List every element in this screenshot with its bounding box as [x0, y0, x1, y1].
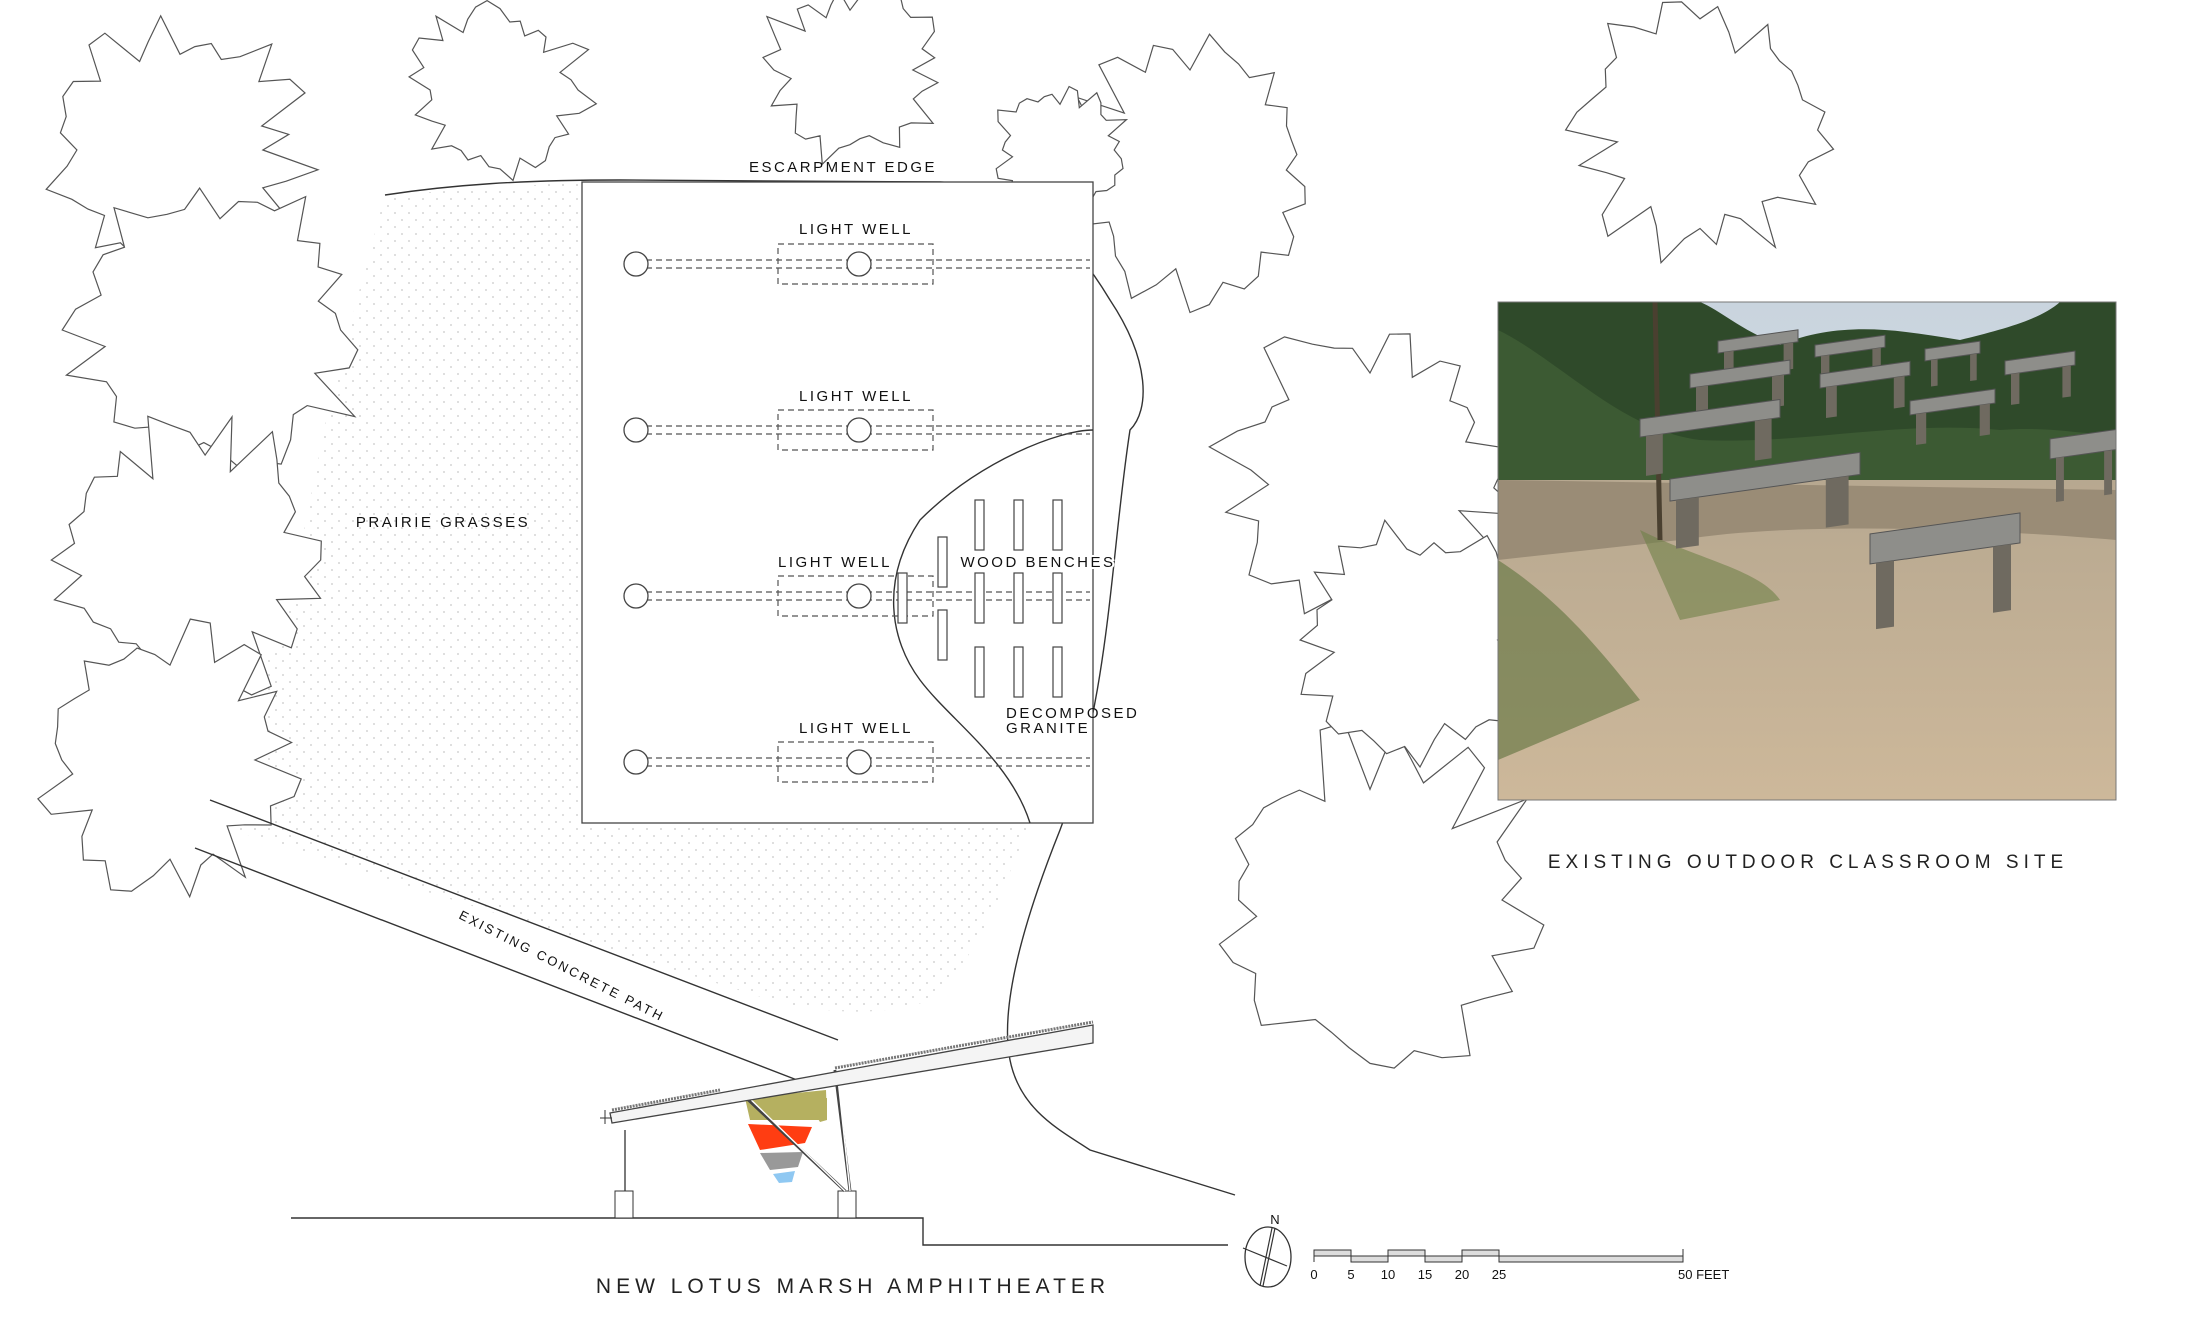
bench-icon: [974, 572, 985, 624]
light-well-label: LIGHT WELL: [778, 554, 892, 571]
decomposed-granite-label: GRANITE: [1006, 720, 1090, 737]
existing-site-photo: [1497, 301, 2117, 801]
section-title: NEW LOTUS MARSH AMPHITHEATER: [596, 1275, 1110, 1298]
scale-tick-label: 15: [1418, 1267, 1432, 1282]
light-well-label: LIGHT WELL: [799, 221, 913, 238]
bench-icon: [937, 609, 948, 661]
scale-end-label: 50 FEET: [1678, 1267, 1729, 1282]
scale-tick-label: 10: [1381, 1267, 1395, 1282]
bench-icon: [1013, 646, 1024, 698]
wood-benches-label: WOOD BENCHES: [960, 554, 1115, 571]
amphitheater-plan-boundary: [581, 181, 1094, 824]
bench-icon: [1052, 646, 1063, 698]
tree-canopy-icon: [1298, 518, 1538, 769]
canopy-beam: [609, 1024, 1094, 1124]
tree-canopy-icon: [50, 414, 322, 711]
tree-canopy-icon: [61, 187, 359, 469]
light-well: [623, 409, 1090, 451]
escarpment-edge-label: ESCARPMENT EDGE: [749, 159, 937, 176]
blue-panel: [773, 1171, 795, 1183]
bench-icon: [897, 572, 908, 624]
north-arrow[interactable]: N: [1242, 1212, 1292, 1288]
light-well-label: LIGHT WELL: [799, 388, 913, 405]
prairie-grass-area: [200, 182, 1030, 1012]
bench-icon: [974, 646, 985, 698]
grey-panel: [760, 1152, 803, 1170]
scale-tick-label: 25: [1492, 1267, 1506, 1282]
tree-canopy-icon: [407, 0, 598, 182]
amphitheater-section: [291, 1020, 1228, 1246]
decomposed-granite-label: DECOMPOSED: [1006, 705, 1139, 722]
prairie-grasses-label: PRAIRIE GRASSES: [356, 514, 530, 531]
tree-canopy-icon: [37, 618, 302, 899]
scale-tick-label: 20: [1455, 1267, 1469, 1282]
bench-icon: [1052, 572, 1063, 624]
light-well: [623, 575, 1090, 617]
scale-tick-label: 0: [1310, 1267, 1317, 1282]
bench-icon: [937, 536, 948, 588]
north-label: N: [1270, 1212, 1279, 1227]
scale-bar: 0 5 10 15 20 25 50 FEET: [1310, 1249, 1729, 1282]
bench-icon: [1013, 572, 1024, 624]
photo-caption: EXISTING OUTDOOR CLASSROOM SITE: [1548, 852, 2068, 873]
bench-icon: [1052, 499, 1063, 551]
scale-tick-label: 5: [1347, 1267, 1354, 1282]
light-well: [623, 243, 1090, 285]
wood-benches: [897, 499, 1063, 698]
tree-canopy-group: [37, 0, 1835, 1069]
bench-icon: [1013, 499, 1024, 551]
light-well: [623, 741, 1090, 783]
existing-concrete-path: [194, 799, 839, 1086]
tree-canopy-icon: [762, 0, 940, 166]
tree-canopy-icon: [1564, 1, 1835, 265]
bench-icon: [974, 499, 985, 551]
tree-canopy-icon: [1218, 721, 1545, 1069]
light-well-label: LIGHT WELL: [799, 720, 913, 737]
escarpment-edge-line: [384, 179, 1236, 1196]
